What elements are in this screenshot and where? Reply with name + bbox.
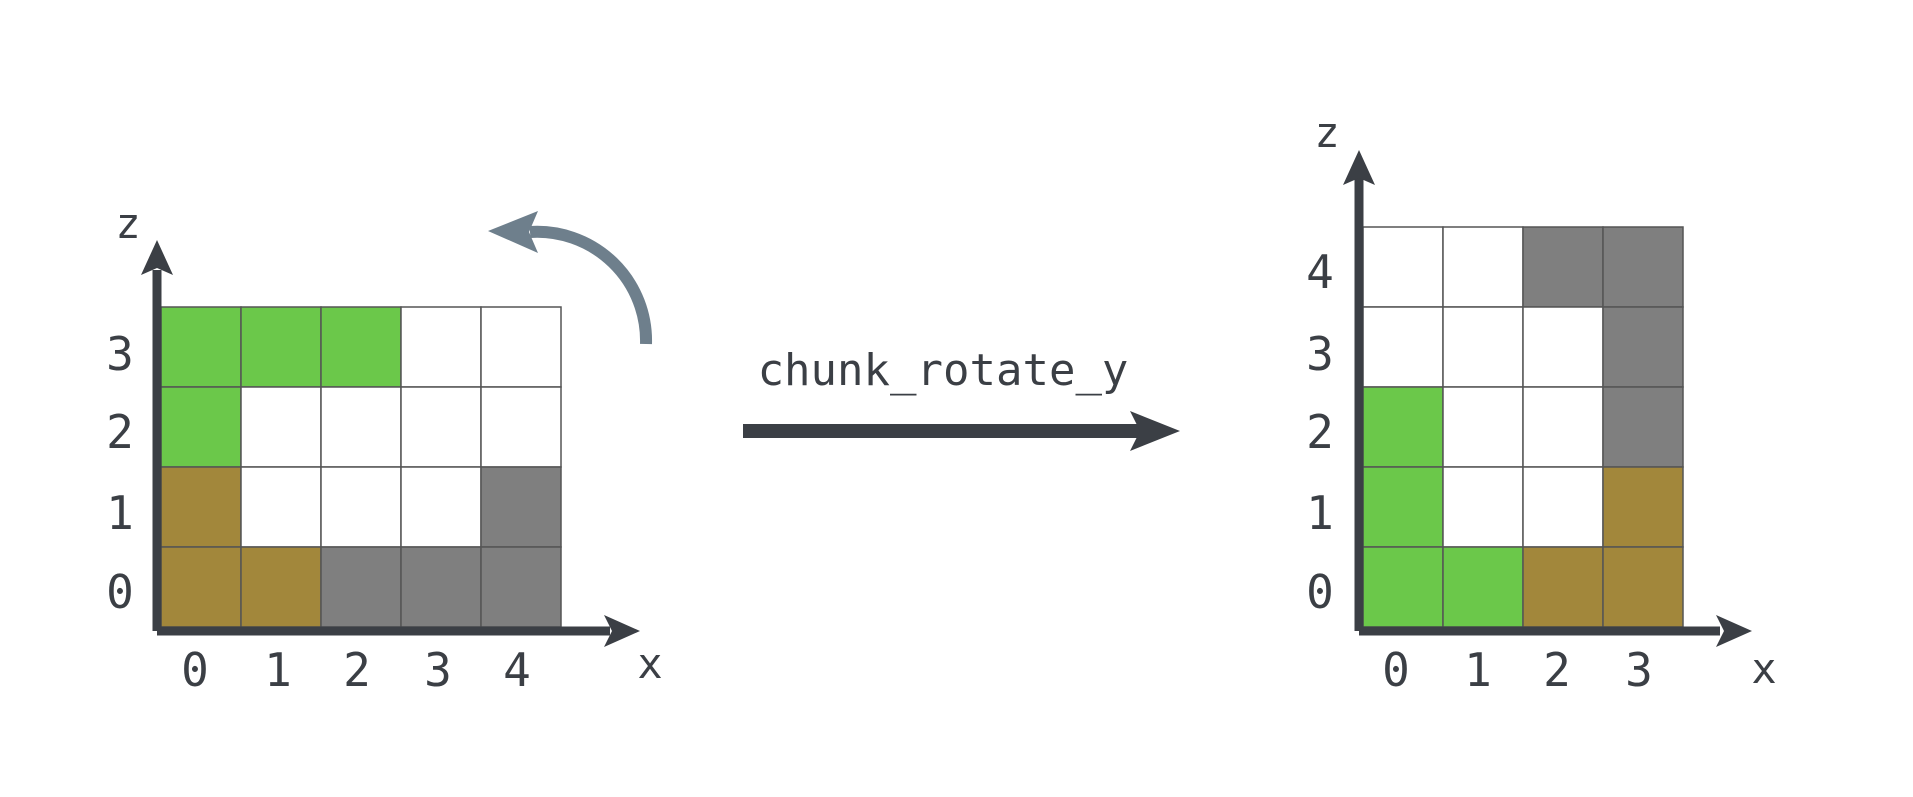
before-cell-x1-z3-green	[240, 306, 322, 388]
after-z-tick: 1	[1306, 486, 1334, 540]
after-cell-x1-z1-white	[1442, 466, 1524, 548]
before-x-tick: 4	[503, 643, 531, 697]
after-grid	[1362, 226, 1684, 628]
after-cell-x3-z0-brown	[1602, 546, 1684, 628]
before-cell-x1-z1-white	[240, 466, 322, 548]
after-cell-x1-z3-white	[1442, 306, 1524, 388]
after-cell-x0-z0-green	[1362, 546, 1444, 628]
before-cell-x3-z1-white	[400, 466, 482, 548]
after-cell-x1-z4-white	[1442, 226, 1524, 308]
after-z-axis-arrowhead	[1343, 150, 1375, 185]
after-cell-x3-z4-gray	[1602, 226, 1684, 308]
after-cell-x3-z1-brown	[1602, 466, 1684, 548]
after-cell-x0-z3-white	[1362, 306, 1444, 388]
before-cell-x4-z3-white	[480, 306, 562, 388]
before-z-tick: 2	[106, 405, 134, 459]
before-z-axis-arrowhead	[141, 240, 173, 275]
before-cell-x0-z2-green	[160, 386, 242, 468]
before-z-axis-label: z	[115, 199, 140, 248]
after-x-axis-arrowhead	[1716, 615, 1752, 647]
after-cell-x1-z0-green	[1442, 546, 1524, 628]
after-z-tick: 0	[1306, 565, 1334, 619]
before-cell-x4-z1-gray	[480, 466, 562, 548]
before-z-tick: 1	[106, 486, 134, 540]
operation-arrow: chunk_rotate_y	[743, 345, 1180, 451]
after-cell-x2-z3-white	[1522, 306, 1604, 388]
before-axes: x z 0 1 2 3 4 0 1 2 3	[106, 199, 663, 697]
after-cell-x0-z4-white	[1362, 226, 1444, 308]
rotate-counterclockwise-icon	[488, 211, 653, 345]
after-cell-x2-z4-gray	[1522, 226, 1604, 308]
before-x-axis-arrowhead	[604, 615, 640, 647]
after-z-tick: 4	[1306, 245, 1334, 299]
before-cell-x2-z1-white	[320, 466, 402, 548]
before-x-tick: 1	[264, 643, 292, 697]
before-grid	[160, 306, 562, 628]
before-cell-x2-z2-white	[320, 386, 402, 468]
after-cell-x2-z0-brown	[1522, 546, 1604, 628]
before-cell-x3-z2-white	[400, 386, 482, 468]
after-x-tick: 0	[1382, 643, 1410, 697]
after-x-tick: 2	[1543, 643, 1571, 697]
operation-label: chunk_rotate_y	[758, 345, 1129, 396]
after-cell-x3-z2-gray	[1602, 386, 1684, 468]
before-z-tick: 0	[106, 565, 134, 619]
after-cell-x1-z2-white	[1442, 386, 1524, 468]
before-cell-x4-z2-white	[480, 386, 562, 468]
after-x-axis-label: x	[1751, 644, 1776, 693]
after-cell-x0-z1-green	[1362, 466, 1444, 548]
after-z-tick: 2	[1306, 405, 1334, 459]
before-cell-x4-z0-gray	[480, 546, 562, 628]
before-x-tick: 3	[424, 643, 452, 697]
before-cell-x1-z0-brown	[240, 546, 322, 628]
before-cell-x3-z0-gray	[400, 546, 482, 628]
after-cell-x2-z1-white	[1522, 466, 1604, 548]
after-cell-x3-z3-gray	[1602, 306, 1684, 388]
before-cell-x2-z0-gray	[320, 546, 402, 628]
before-cell-x0-z1-brown	[160, 466, 242, 548]
before-cell-x0-z3-green	[160, 306, 242, 388]
after-axes: x z 0 1 2 3 0 1 2 3 4	[1306, 108, 1777, 697]
after-z-tick: 3	[1306, 327, 1334, 381]
before-x-axis-label: x	[637, 639, 662, 688]
before-cell-x2-z3-green	[320, 306, 402, 388]
operation-arrowhead	[1130, 411, 1180, 451]
before-x-tick: 0	[181, 643, 209, 697]
before-cell-x1-z2-white	[240, 386, 322, 468]
after-cell-x0-z2-green	[1362, 386, 1444, 468]
after-cell-x2-z2-white	[1522, 386, 1604, 468]
before-x-tick: 2	[343, 643, 371, 697]
before-z-tick: 3	[106, 327, 134, 381]
after-z-axis-label: z	[1314, 108, 1339, 157]
before-cell-x0-z0-brown	[160, 546, 242, 628]
before-cell-x3-z3-white	[400, 306, 482, 388]
after-x-tick: 1	[1464, 643, 1492, 697]
after-x-tick: 3	[1625, 643, 1653, 697]
